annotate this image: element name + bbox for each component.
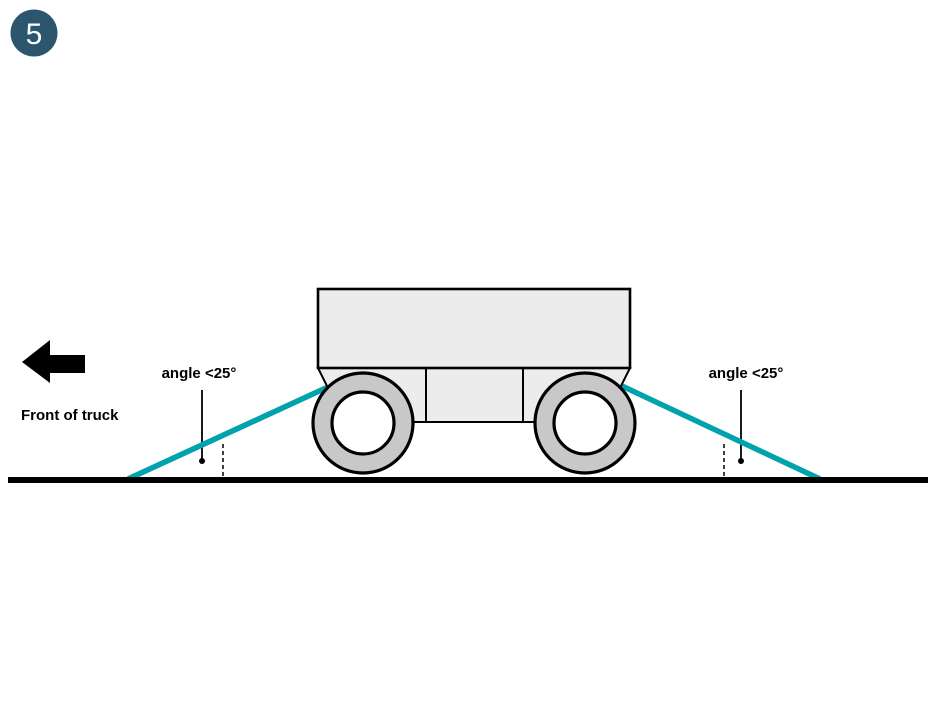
left-angle-pointer-dot	[199, 458, 205, 464]
left-tie-down-strap	[126, 384, 330, 482]
right-angle-label: angle <25°	[709, 365, 784, 382]
right-tie-down-strap	[620, 383, 822, 482]
right-wheel	[533, 371, 637, 475]
left-angle-label: angle <25°	[162, 365, 237, 382]
trailer-body	[316, 287, 632, 370]
trailer-center-box	[425, 367, 524, 423]
step-badge: 5	[10, 9, 58, 57]
right-angle-pointer-dot	[738, 458, 744, 464]
step-badge-number: 5	[26, 18, 43, 51]
right-wheel-hub	[552, 390, 618, 456]
left-wheel	[311, 371, 415, 475]
left-arrow-icon	[22, 340, 85, 383]
front-of-truck-label: Front of truck	[21, 407, 119, 424]
left-wheel-hub	[330, 390, 396, 456]
step-badge-circle	[10, 9, 58, 57]
